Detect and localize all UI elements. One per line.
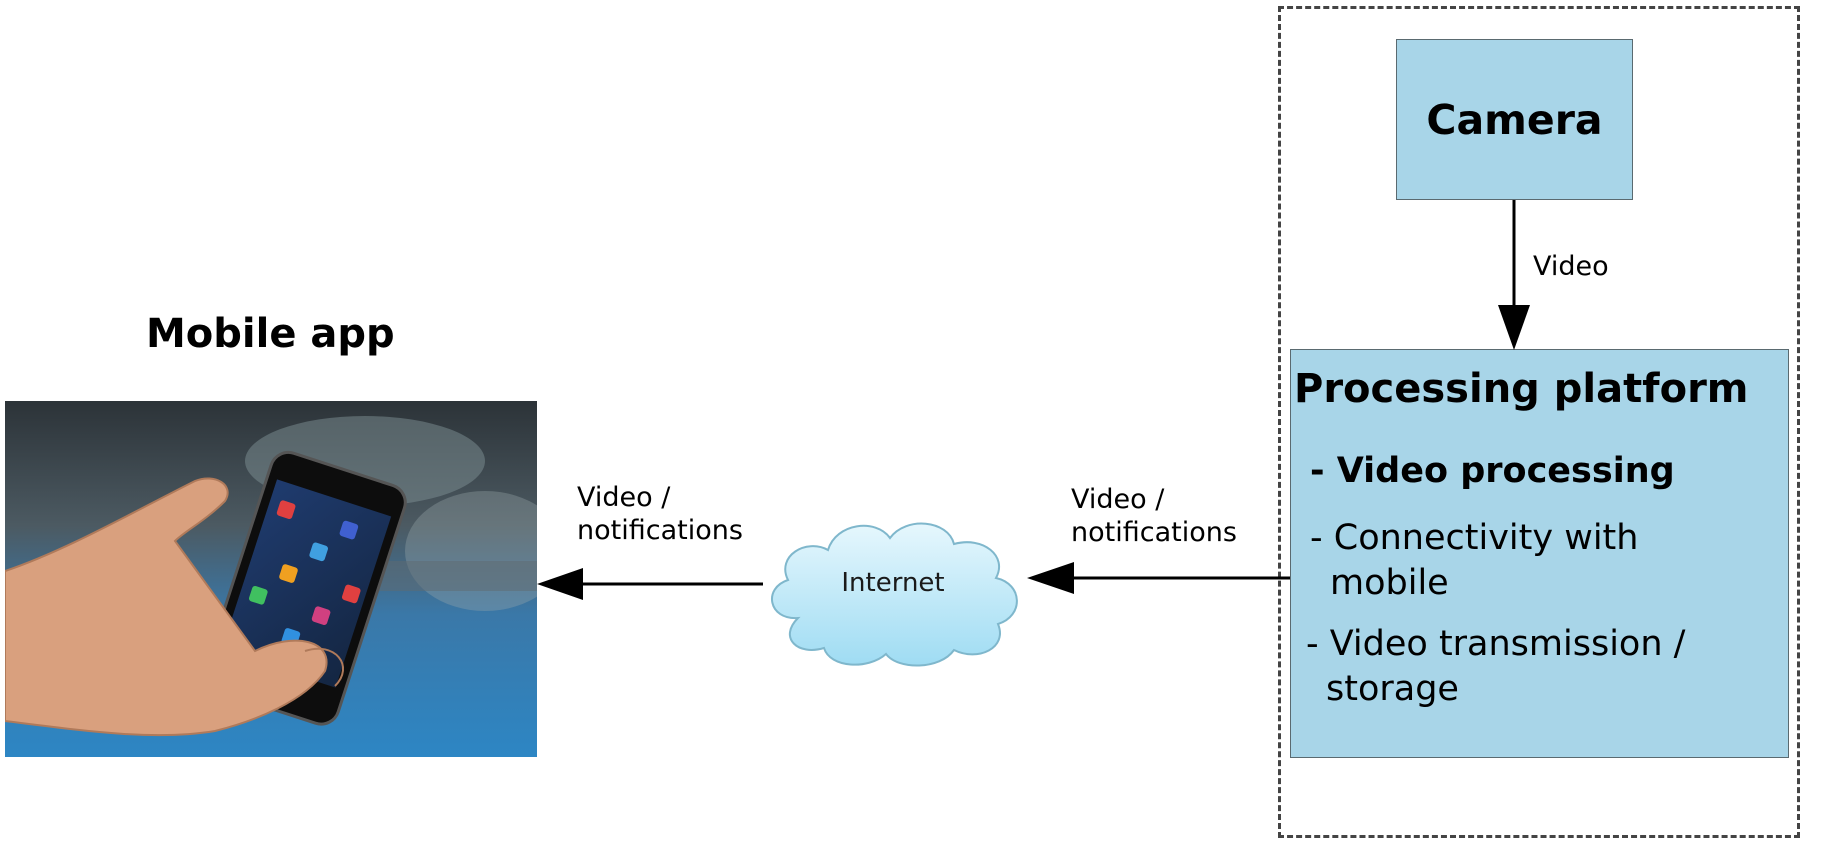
edge-label-internet-mobile-line2: notifications: [577, 515, 743, 546]
platform-item-video-processing: - Video processing: [1310, 451, 1675, 491]
camera-label: Camera: [1426, 95, 1603, 144]
platform-item-connectivity-line1: - Connectivity with: [1310, 518, 1639, 558]
edge-label-platform-internet-line2: notifications: [1071, 517, 1237, 548]
platform-item-transmission-line1: - Video transmission /: [1306, 624, 1686, 664]
processing-platform-title: Processing platform: [1294, 366, 1749, 412]
platform-item-transmission-line2: storage: [1326, 669, 1459, 709]
smartphone-in-hand-photo: [5, 401, 537, 757]
internet-cloud-icon: [771, 522, 1018, 667]
internet-label: Internet: [841, 568, 945, 598]
edge-label-internet-mobile: Video / notifications: [577, 481, 743, 547]
platform-item-connectivity: - Connectivity with mobile: [1310, 516, 1638, 606]
arrow-camera-to-platform: [1498, 200, 1530, 350]
platform-item-transmission: - Video transmission / storage: [1306, 622, 1685, 712]
edge-label-platform-internet: Video / notifications: [1071, 483, 1237, 549]
arrow-platform-to-internet: [1027, 562, 1290, 594]
platform-item-connectivity-line2: mobile: [1330, 563, 1449, 603]
mobile-app-title: Mobile app: [146, 311, 395, 357]
camera-node: Camera: [1396, 39, 1633, 200]
processing-platform-node: [1290, 349, 1789, 758]
arrow-internet-to-mobile: [537, 568, 763, 600]
edge-label-video: Video: [1533, 251, 1609, 282]
edge-label-platform-internet-line1: Video /: [1071, 484, 1165, 515]
edge-label-internet-mobile-line1: Video /: [577, 482, 671, 513]
device-boundary: [1278, 6, 1800, 838]
